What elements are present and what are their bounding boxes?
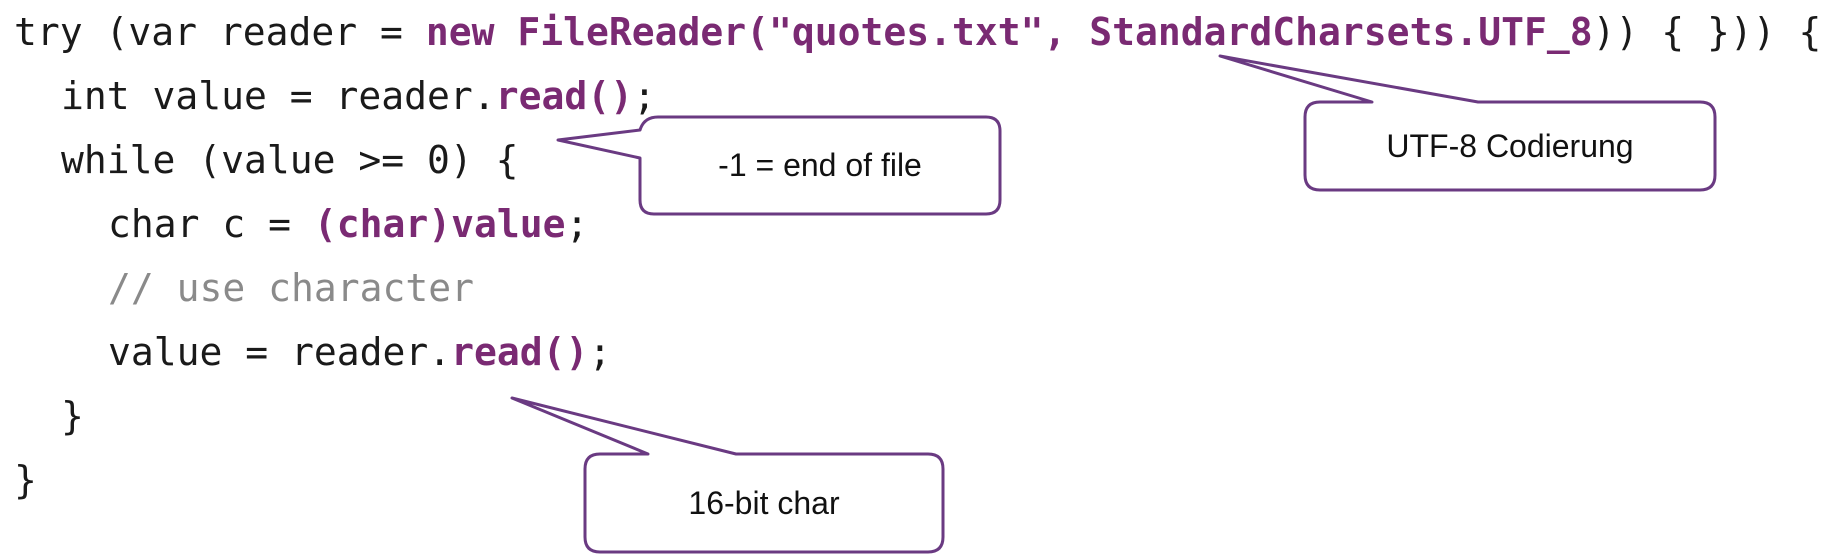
callout-eof-shape: [556, 115, 1002, 216]
callout-char16-shape: [510, 396, 945, 554]
code-token: ;: [632, 74, 656, 118]
code-line-6: value = reader.read();: [14, 320, 1821, 384]
code-line-4: char c = (char)value;: [14, 192, 1821, 256]
code-token: try (var reader =: [14, 10, 426, 54]
code-keyword-token: read(): [495, 74, 633, 118]
callout-eof-label: -1 = end of file: [718, 147, 922, 183]
code-token: char c =: [108, 202, 314, 246]
code-token: }: [1707, 10, 1730, 54]
code-keyword-token: read(): [451, 330, 589, 374]
code-line-7: }: [14, 384, 1821, 448]
code-line-8: }: [14, 448, 1821, 512]
code-comment: // use character: [108, 266, 475, 310]
callout-char16-label: 16-bit char: [688, 484, 840, 521]
code-token: while (value >= 0) {: [61, 138, 519, 182]
code-token: int value = reader.: [61, 74, 496, 118]
code-token: )) {: [1729, 10, 1822, 54]
code-token: value = reader.: [108, 330, 452, 374]
code-keyword-token: (char)value: [313, 202, 566, 246]
code-token: }: [61, 394, 84, 438]
callout-utf8-shape: [1218, 54, 1717, 192]
callout-utf8-label: UTF-8 Codierung: [1386, 127, 1634, 164]
code-line-5: // use character: [14, 256, 1821, 320]
code-line-2: int value = reader.read();: [14, 64, 1821, 128]
code-line-1: try (var reader = new FileReader("quotes…: [14, 0, 1821, 64]
code-line-3: while (value >= 0) {: [14, 128, 1821, 192]
code-keyword-token: new FileReader("quotes.txt", StandardCha…: [425, 10, 1593, 54]
code-token: }: [14, 458, 37, 502]
code-listing: try (var reader = new FileReader("quotes…: [14, 0, 1821, 512]
code-token: ;: [565, 202, 589, 246]
code-token: )) {: [1592, 10, 1685, 54]
code-token: ;: [588, 330, 612, 374]
